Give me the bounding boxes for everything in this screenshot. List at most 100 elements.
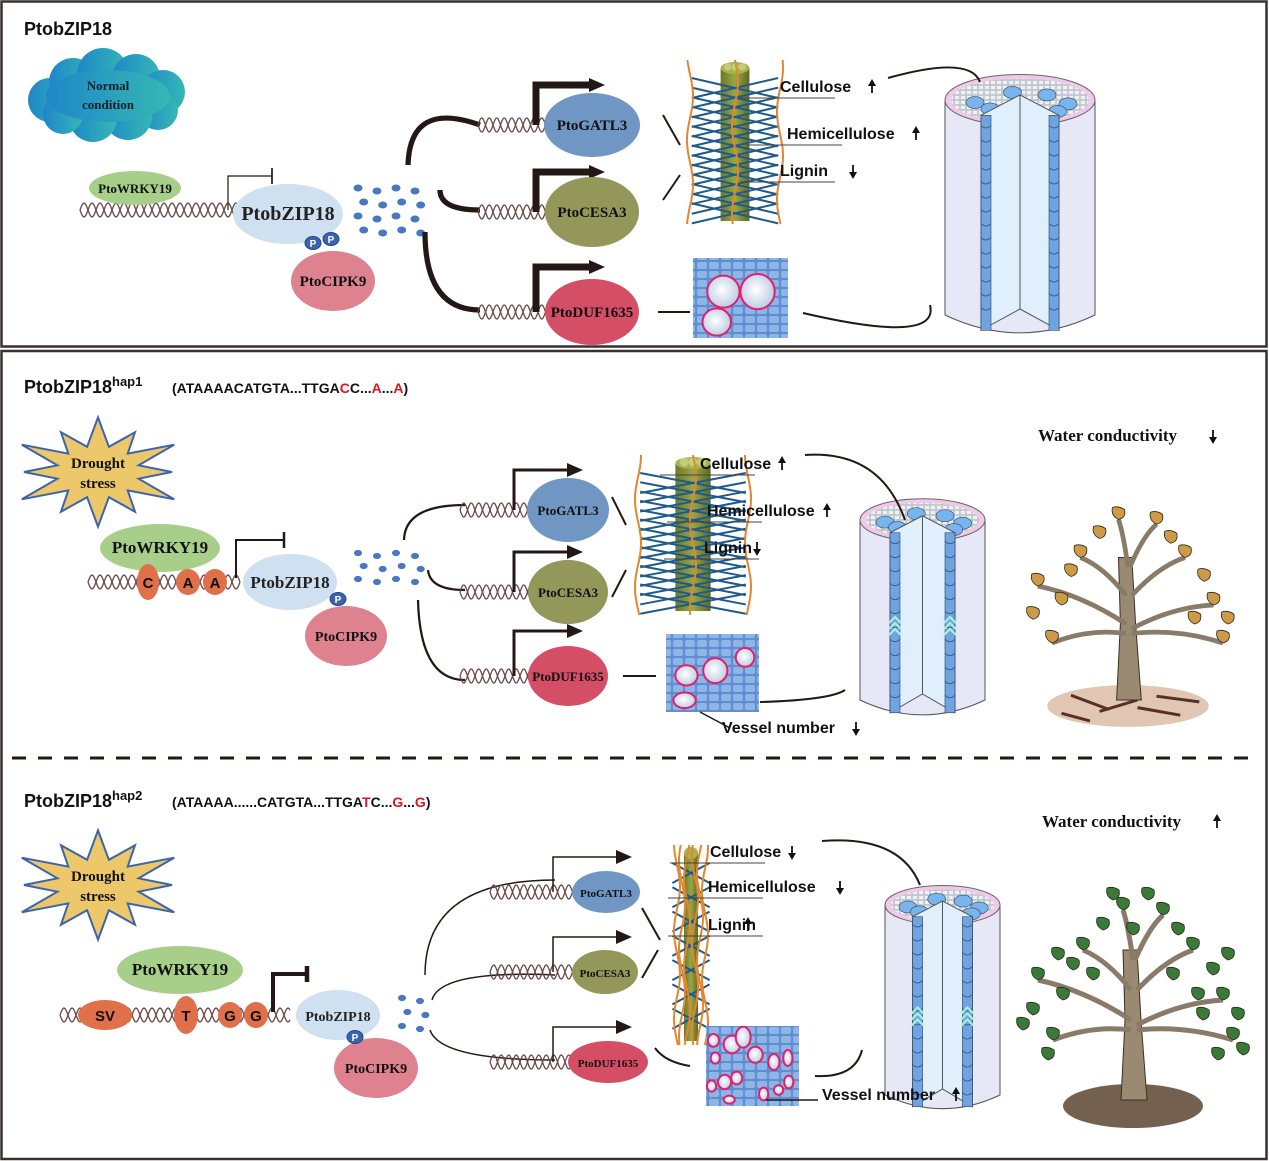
panel-hap2: PtobZIP18hap2(ATAAAA......CATGTA...TTGAT… [21, 788, 1250, 1128]
vessel-wall [980, 279, 992, 283]
target-gene-label: PtoCESA3 [580, 968, 631, 980]
transcription-start-arrow [552, 850, 632, 892]
gene-name: PtobZIP18 [24, 377, 112, 397]
lignin-polymer [731, 59, 739, 225]
target-gene-ptocesa3 [572, 950, 638, 994]
vessel-element [722, 1094, 736, 1105]
snp-variant-base: G [415, 794, 426, 810]
dna-strand [79, 202, 241, 218]
arrow-head [823, 503, 831, 510]
hemicellulose-chain [734, 192, 779, 215]
tree-leaf [1016, 1016, 1030, 1031]
snp-base-label: C [143, 575, 154, 592]
gene-name: PtobZIP18 [24, 791, 112, 811]
vessel-element [746, 1045, 764, 1064]
regulation-curve [416, 599, 466, 682]
hemicellulose-chain [734, 77, 779, 99]
stimulus-line-2: stress [80, 476, 116, 492]
tree-branch [1127, 522, 1159, 568]
arrow-up-icon [1213, 814, 1221, 828]
vessel-wall [1048, 167, 1060, 171]
tree-branch [1051, 629, 1127, 646]
vascular-bundle [965, 96, 985, 109]
vessel-element [672, 691, 697, 710]
vessel-wall [962, 1050, 973, 1054]
arrow-head [912, 126, 920, 133]
ptowrky19-label: PtoWRKY19 [132, 960, 228, 979]
cell-wall-microfibril [633, 454, 753, 616]
tree-leaf [1231, 1006, 1245, 1021]
wall-component-cellulose: Cellulose [710, 844, 781, 861]
vessel-wall [944, 596, 956, 601]
tree-leaf [1116, 896, 1130, 911]
dna-strand [489, 964, 577, 980]
vessel-wall [962, 1092, 973, 1096]
tree-leaf [1186, 936, 1200, 951]
dna-strand [489, 1054, 573, 1070]
wall-component-lignin: Lignin [708, 917, 756, 934]
hemicellulose-chain [734, 125, 779, 148]
snp-variant-base: A [372, 380, 382, 396]
xylem-vessel-strip [980, 115, 992, 331]
vessel-wall [889, 638, 901, 643]
dimer-dot [410, 187, 420, 195]
target-gene-label: PtoGATL3 [580, 888, 632, 900]
promoter-line [532, 168, 591, 212]
regulation-curve [422, 231, 481, 313]
water-flow-chevron [960, 1017, 975, 1027]
dna-strand [477, 204, 550, 220]
wall-component-cellulose: Cellulose [780, 79, 851, 96]
arrow-head [868, 79, 876, 86]
phospho-site: P [304, 236, 322, 250]
vessel-wall [889, 554, 901, 559]
dna-strand [489, 884, 577, 900]
vessel-wall [980, 293, 992, 297]
lignin-polymer [685, 59, 695, 225]
dimer-dot [411, 552, 419, 560]
dimer-dot [359, 198, 369, 206]
burst-shape [21, 827, 175, 943]
panel-frame-drought [0, 349, 1268, 1161]
arrow-head [1209, 437, 1217, 444]
snp-site-marker [203, 569, 227, 595]
vessel-number-label: Vessel number [722, 720, 835, 737]
dimer-dot [416, 201, 426, 209]
tree-leaf [1166, 966, 1180, 981]
hemicellulose-chain [734, 86, 779, 109]
vessel-wall [889, 582, 901, 587]
wall-component-lignin: Lignin [704, 540, 752, 557]
xylem-vessel-strip [1048, 115, 1060, 331]
hemicellulose-chain [692, 583, 746, 606]
dimer-dot [392, 549, 400, 557]
stem-section-illustration [944, 74, 1096, 334]
dna-helix [459, 502, 532, 518]
xylem-cross-section [666, 634, 759, 712]
stimulus-line-1: Normal [87, 78, 130, 93]
ptobzip18-dimers [398, 994, 430, 1033]
hemicellulose-chain [692, 555, 746, 578]
dimer-dot [392, 575, 400, 583]
dna-strand [489, 964, 577, 980]
transcription-start-arrow [532, 260, 605, 312]
arrow-head [589, 78, 605, 92]
tree-leaf [1126, 921, 1140, 936]
vessel-element [701, 307, 732, 337]
tree-leaf [1236, 1041, 1250, 1056]
hemicellulose-chain [692, 509, 746, 532]
connector-line [611, 569, 627, 598]
tree-leaf [1187, 610, 1202, 625]
arrow-head [567, 624, 583, 638]
phosphate-label: P [310, 239, 317, 250]
target-gene-label: PtoGATL3 [557, 118, 628, 134]
phosphate-label: P [335, 595, 342, 606]
vessel-wall [889, 680, 901, 685]
wall-component-hemicellulose: Hemicellulose [708, 879, 816, 896]
vessel-wall [980, 209, 992, 213]
vessel-element [734, 647, 756, 668]
repression-bar [271, 966, 310, 1012]
snp-base-label: G [250, 1008, 262, 1025]
tree-leaf [1156, 901, 1170, 916]
connector-line [641, 949, 659, 979]
tree-leaf [1056, 986, 1070, 1001]
